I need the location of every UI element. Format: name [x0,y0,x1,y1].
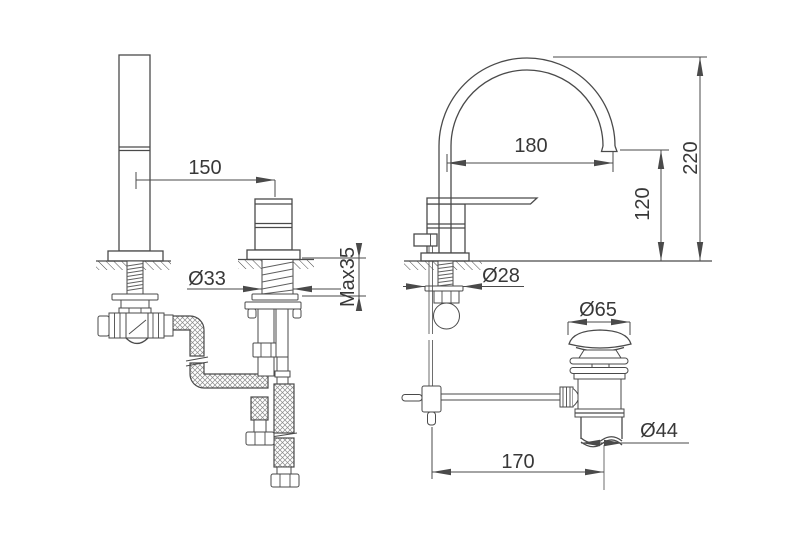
dim-label-handle-spacing: 150 [188,157,221,179]
lever-handle [426,197,539,205]
dim-diameter-33: Ø33 [187,268,341,293]
dim-label-outlet-height: 120 [632,187,654,220]
dim-label-waste-offset: 170 [501,451,534,473]
spout-outlet [600,145,618,153]
dim-label-spout-reach: 180 [514,135,547,157]
gooseneck-spout [438,57,618,253]
dim-label-shank-diameter-right: Ø28 [482,265,520,287]
dim-label-overall-height: 220 [680,141,702,174]
handle-base-flange [107,250,164,262]
dim-170: 170 [431,427,604,479]
dim-180: 180 [446,135,614,172]
horizontal-link-rod [440,393,561,401]
dim-diameter-44: Ø44 [581,420,689,447]
mixer-base-flange [246,249,301,261]
dim-120: 120 [620,149,669,261]
dim-label-waste-pipe-diameter: Ø44 [640,420,678,442]
body-mounting-assembly [424,260,464,330]
drain-body [577,378,622,410]
dim-label-max-deck-thickness: Max35 [337,247,359,307]
faucet-body [413,197,539,262]
pipe-break-line [580,436,623,444]
mixer-body [246,198,301,261]
drain-cap [568,329,632,349]
pull-rod-linkage [401,246,579,426]
dim-150: 150 [135,157,276,197]
pop-up-knob [413,233,438,247]
dim-max35: Max35 [302,243,366,311]
supply-tails [245,308,300,488]
dim-label-waste-flange-diameter: Ø65 [579,299,617,321]
tee-valve-body [97,312,174,345]
flexible-supply-hose [170,315,269,389]
linkage-block [421,385,442,413]
body-base-flange [420,252,470,262]
handle-column [107,54,164,262]
left-view: 150 Ø33 Max35 [96,54,366,488]
handle-mounting-assembly [97,260,174,345]
dim-220: 220 [553,56,707,261]
pop-up-drain [568,329,632,490]
right-view: 180 120 220 Ø28 [401,56,712,490]
dim-diameter-65: Ø65 [567,299,631,335]
dim-diameter-28: Ø28 [403,265,524,290]
dim-label-shank-diameter-left: Ø33 [188,268,226,290]
